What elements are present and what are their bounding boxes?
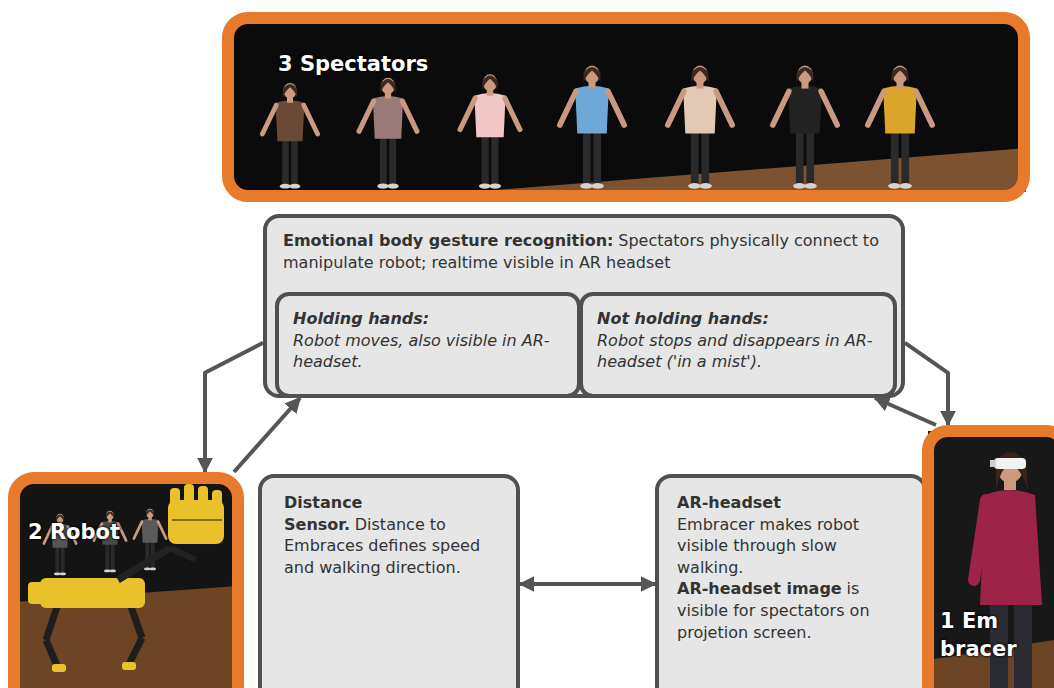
flow-arrow [205, 343, 263, 472]
node-text: Robot stops and disappears in AR-headset… [597, 330, 879, 373]
flow-arrow [875, 398, 936, 425]
node-heading: Emotional body gesture recognition: [283, 231, 614, 250]
robot-picture [14, 478, 238, 688]
text-area: Emotional body gesture recognition:Spect… [267, 218, 901, 285]
node-heading: 3 Spectators [278, 50, 974, 78]
text-area: Not holding hands:Robot stops and disapp… [583, 296, 893, 385]
process-box: Emotional body gesture recognition:Spect… [263, 214, 905, 398]
text-area: Distance Sensor.Distance to Embraces def… [262, 478, 516, 592]
text-area: AR-headsetEmbracer makes robot visible t… [659, 478, 923, 657]
node-text: Robot moves, also visible in AR-headset. [293, 330, 563, 373]
node-heading: AR-headset [677, 492, 905, 514]
node-heading: AR-headset image [677, 579, 842, 598]
node-heading: Not holding hands: [597, 308, 879, 330]
text-area: 3 Spectators [234, 24, 1018, 104]
group-box: 1 Em bracer [922, 425, 1054, 688]
node-heading: Distance Sensor. [284, 493, 362, 534]
group-box: 3 Spectators [222, 12, 1030, 202]
state-box: Holding hands:Robot moves, also visible … [275, 292, 581, 398]
text-area: 2 Robot [20, 484, 232, 580]
node-heading: Holding hands: [293, 308, 563, 330]
process-box: AR-headsetEmbracer makes robot visible t… [655, 474, 927, 688]
node-text: Embracer makes robot visible through slo… [677, 514, 905, 579]
text-area: Holding hands:Robot moves, also visible … [279, 296, 577, 385]
group-box: 2 Robot [8, 472, 244, 688]
embracer-picture [928, 431, 1054, 688]
flow-arrow [520, 582, 655, 586]
node-heading: 2 Robot [28, 518, 224, 546]
spectators-picture [226, 16, 1026, 198]
flow-arrow [234, 398, 300, 472]
state-box: Not holding hands:Robot stops and disapp… [579, 292, 897, 398]
node-heading: 1 Em bracer [940, 607, 1040, 664]
text-area: 1 Em bracer [934, 437, 1046, 688]
process-box: Distance Sensor.Distance to Embraces def… [258, 474, 520, 688]
